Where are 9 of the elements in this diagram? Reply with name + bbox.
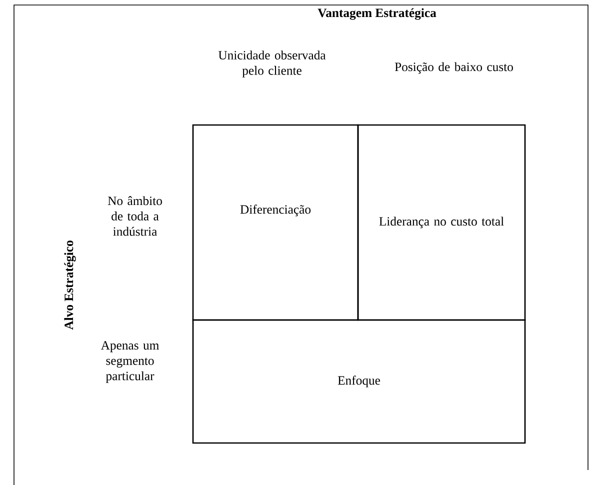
- column-header: Posição de baixo custo: [394, 62, 513, 74]
- quadrant-box: Enfoque: [192, 319, 526, 444]
- axis-title: Alvo Estratégico: [64, 240, 76, 330]
- quadrant-box: Liderança no custo total: [357, 124, 526, 321]
- row-header: Apenas um segmento particular: [100, 341, 159, 383]
- column-header: Unicidade observada pelo cliente: [218, 50, 326, 78]
- row-header: No âmbito de toda a indústria: [108, 196, 162, 236]
- axis-title: Vantagem Estratégica: [318, 8, 436, 20]
- quadrant-box: Diferenciação: [192, 124, 359, 321]
